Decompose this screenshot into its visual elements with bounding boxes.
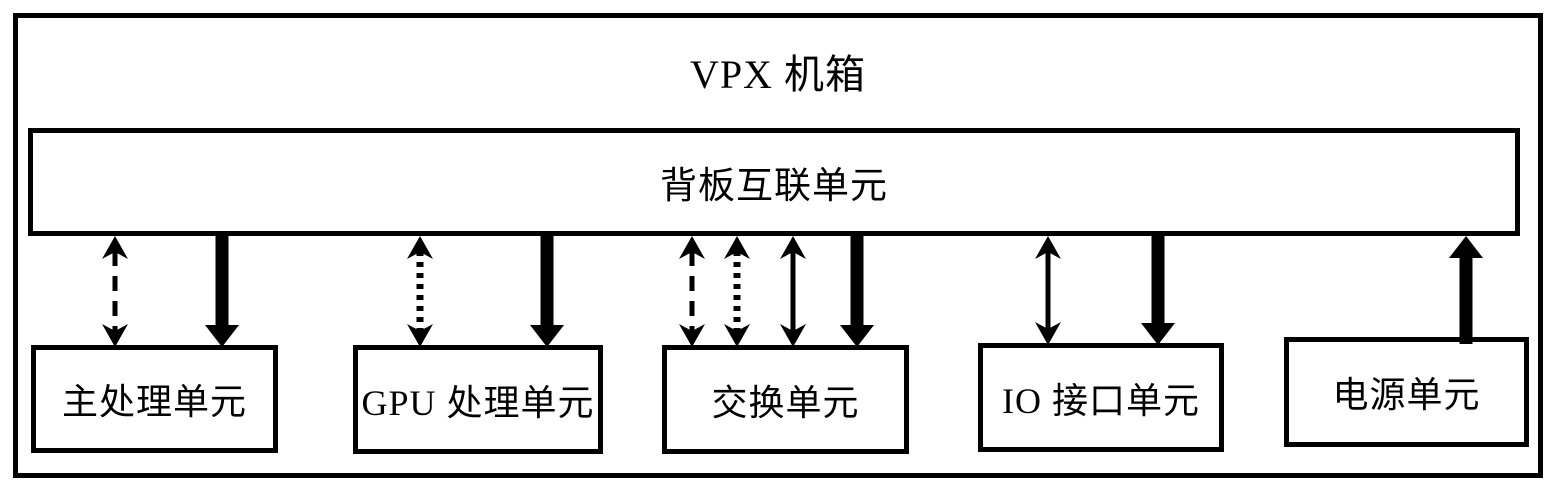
power-unit-label: 电源单元 (1332, 375, 1481, 415)
unit-box-switch: 交换单元 (662, 345, 909, 454)
unit-box-io-interface: IO 接口单元 (978, 343, 1224, 452)
vpx-chassis-box (13, 13, 1543, 478)
main-processing-unit-label: 主处理单元 (61, 382, 247, 422)
unit-box-main-processing: 主处理单元 (31, 345, 278, 453)
io-interface-unit-label: IO 接口单元 (1002, 380, 1200, 421)
gpu-processing-unit-label: GPU 处理单元 (361, 382, 595, 423)
backplane-interconnect-unit-label: 背板互联单元 (660, 166, 888, 207)
unit-box-gpu-processing: GPU 处理单元 (353, 345, 603, 454)
chassis-title: VPX 机箱 (689, 52, 867, 97)
unit-box-power: 电源单元 (1284, 337, 1529, 447)
switch-unit-label: 交换单元 (711, 382, 860, 423)
backplane-interconnect-unit-box: 背板互联单元 (28, 128, 1520, 236)
